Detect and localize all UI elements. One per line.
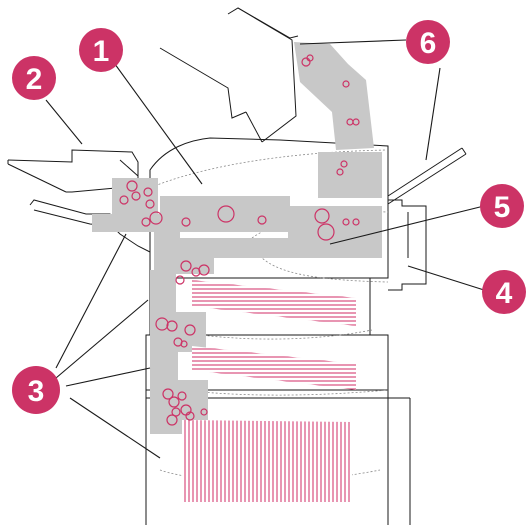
leader-3b: [56, 300, 148, 378]
paper-stacks: [182, 280, 356, 502]
leader-6b: [426, 68, 440, 160]
callout-3: 3: [12, 366, 60, 414]
callout-5: 5: [480, 184, 524, 228]
callout-1-label: 1: [93, 35, 110, 68]
callout-5-label: 5: [494, 191, 511, 224]
callout-2: 2: [12, 56, 56, 100]
callout-1: 1: [79, 28, 123, 72]
callout-4: 4: [482, 270, 526, 314]
tray-3-paper: [192, 346, 356, 390]
duplex-unit: [388, 148, 466, 290]
callout-6: 6: [406, 20, 450, 64]
callout-6-label: 6: [420, 27, 437, 60]
callout-3-label: 3: [28, 375, 45, 408]
tray-2-paper: [192, 280, 356, 326]
callout-4-label: 4: [496, 277, 513, 310]
leader-4: [408, 266, 484, 290]
leader-3c: [66, 368, 150, 386]
top-output-bin: [160, 8, 298, 142]
leader-6a: [300, 40, 406, 44]
callout-2-label: 2: [26, 63, 43, 96]
leader-2: [46, 100, 82, 144]
tray-4-paper: [182, 420, 352, 502]
roller-24: [176, 276, 184, 284]
